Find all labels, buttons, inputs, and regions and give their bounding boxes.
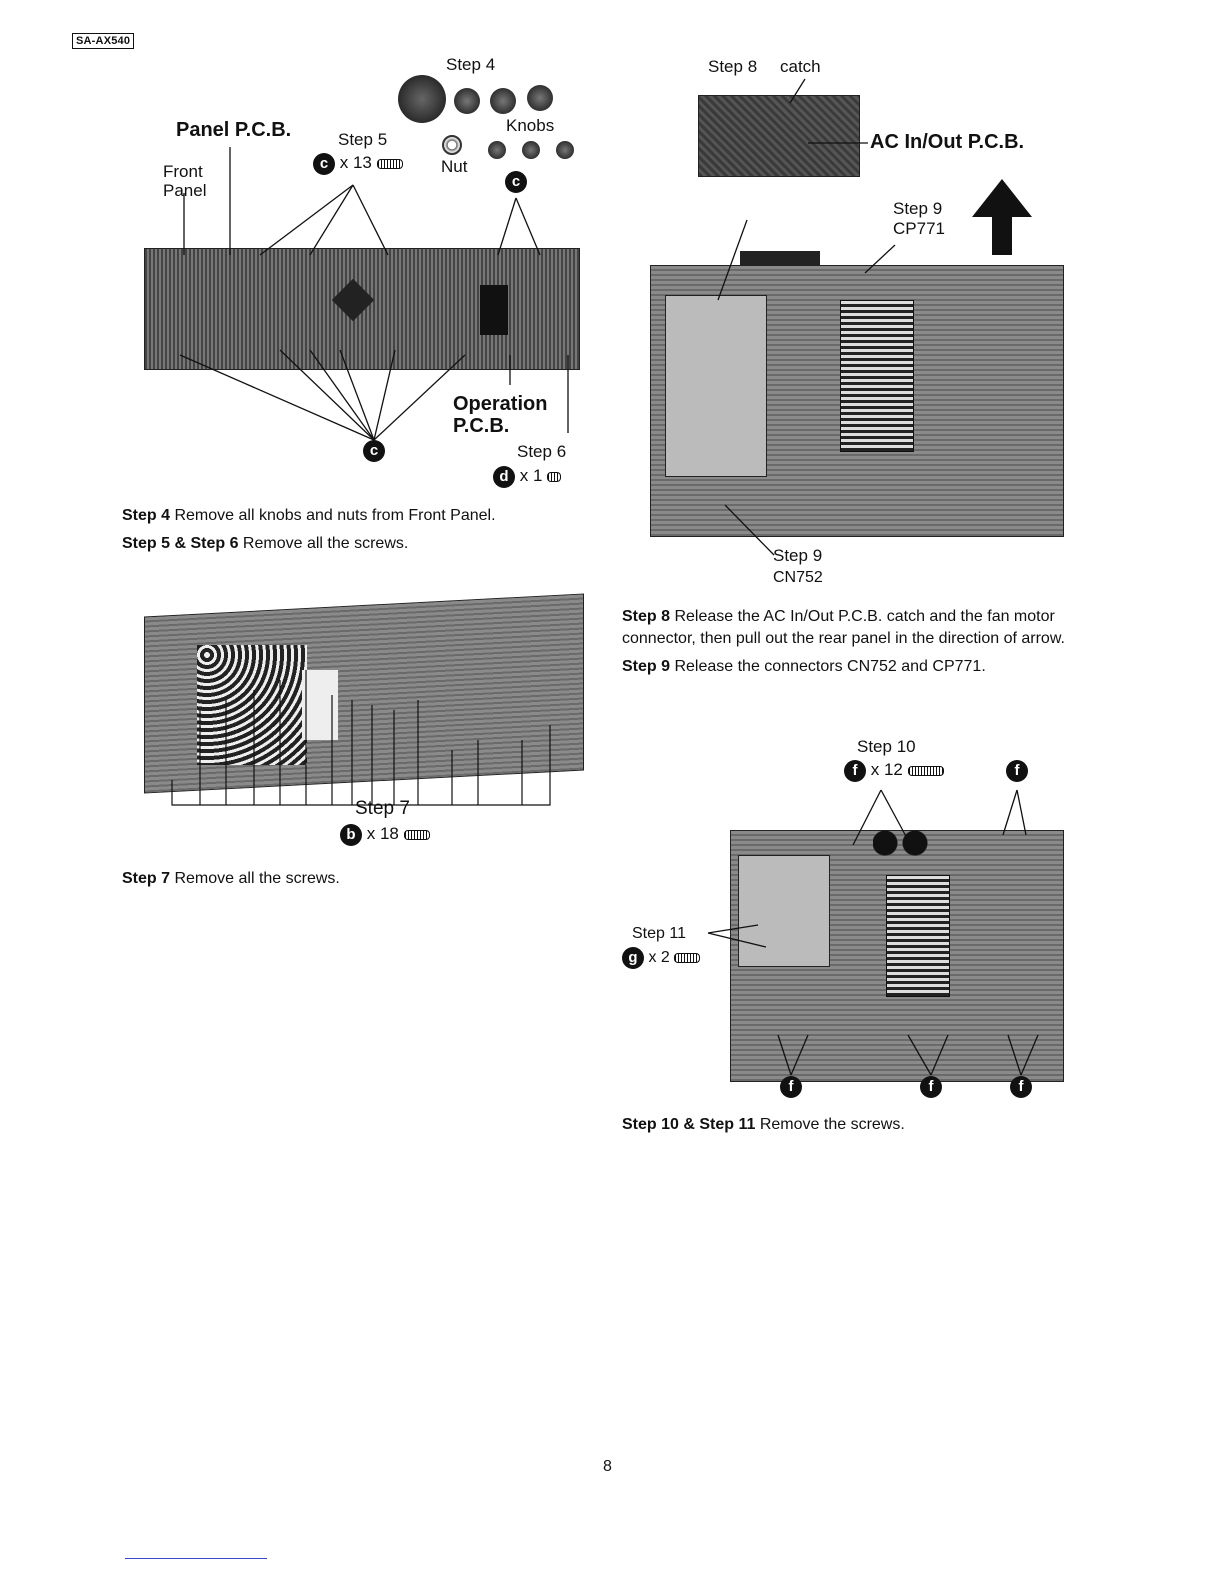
screw-qty: x 1 xyxy=(519,466,543,485)
screw-badge: d xyxy=(493,466,515,488)
knob xyxy=(488,141,506,159)
caption-step7: Step 7 Remove all the screws. xyxy=(122,870,340,887)
ac-pcb-inset-photo xyxy=(698,95,860,177)
screw-icon xyxy=(674,952,701,963)
knob xyxy=(490,88,516,114)
knob xyxy=(527,85,553,111)
ac-pcb-label: AC In/Out P.C.B. xyxy=(870,131,1025,153)
pull-arrow-icon xyxy=(972,179,1032,255)
figure-ac-pcb: Step 8 catch AC In/Out P.C.B. Step 9 CP7… xyxy=(640,55,1080,595)
step11-label: Step 11 xyxy=(632,925,686,942)
screw-icon xyxy=(403,829,430,840)
page-number: 8 xyxy=(603,1458,612,1475)
step10-label: Step 10 xyxy=(857,737,916,756)
figure-rear-panel: Step 7 b x 18 xyxy=(122,593,592,850)
screw-qty: x 18 xyxy=(366,824,399,843)
leader-lines xyxy=(717,78,896,556)
step5-screws: c x 13 xyxy=(313,153,403,175)
step7-screws: b x 18 xyxy=(340,824,430,846)
screw-icon xyxy=(547,471,562,482)
step5-label: Step 5 xyxy=(338,130,388,149)
leader-lines xyxy=(707,789,1039,1076)
caption-step4: Step 4 Remove all knobs and nuts from Fr… xyxy=(122,507,496,524)
screw-qty: x 13 xyxy=(339,153,372,172)
screw-badge: f xyxy=(844,760,866,782)
knob xyxy=(454,88,480,114)
figure-front-panel: Step 4 Panel P.C.B. Step 5 c x 13 Front … xyxy=(120,55,590,495)
screw-qty: x 2 xyxy=(648,949,670,966)
nut-label: Nut xyxy=(441,157,468,176)
screw-badge-f-bottom-3: f xyxy=(1010,1076,1032,1098)
caption-step8: Step 8 Release the AC In/Out P.C.B. catc… xyxy=(622,608,1055,625)
knob xyxy=(522,141,540,159)
catch-label: catch xyxy=(780,57,821,76)
screw-badge: g xyxy=(622,947,644,969)
caption-step8-cont: connector, then pull out the rear panel … xyxy=(622,630,1065,647)
caption-step10-11: Step 10 & Step 11 Remove the screws. xyxy=(622,1116,905,1133)
screw-badge-f-bottom-1: f xyxy=(780,1076,802,1098)
connector xyxy=(480,285,508,335)
step9-top-label: Step 9 xyxy=(893,199,943,218)
screw-icon xyxy=(907,765,944,776)
cn752-label: CN752 xyxy=(773,569,823,586)
step7-label: Step 7 xyxy=(355,798,410,819)
figure-main-pcb: Step 10 f x 12 f Step 11 g x 2 f f f xyxy=(618,735,1078,1105)
step11-screws: g x 2 xyxy=(622,947,701,969)
knobs-label: Knobs xyxy=(506,116,555,135)
screw-qty: x 12 xyxy=(870,760,903,779)
transformer xyxy=(738,855,830,967)
screw-badge-f-top: f xyxy=(1006,760,1028,782)
front-panel-label-2: Panel xyxy=(163,181,207,200)
operation-pcb-label-1: Operation xyxy=(453,393,548,415)
step9-bottom-label: Step 9 xyxy=(773,546,823,565)
transformer xyxy=(665,295,767,477)
operation-pcb-label-2: P.C.B. xyxy=(453,415,510,437)
screw-badge: c xyxy=(313,153,335,175)
step6-screws: d x 1 xyxy=(493,466,562,488)
rear-jacks xyxy=(197,645,307,765)
step10-screws: f x 12 xyxy=(844,760,944,782)
knob-large xyxy=(398,75,446,123)
nut-icon xyxy=(442,135,462,155)
footer-rule xyxy=(125,1558,267,1559)
screw-bracket-lines xyxy=(171,670,551,806)
heatsink xyxy=(840,300,914,452)
heatsink xyxy=(886,875,950,997)
leader-lines xyxy=(179,147,569,441)
caption-step5-6: Step 5 & Step 6 Remove all the screws. xyxy=(122,535,409,552)
screw-icon xyxy=(376,158,403,169)
caption-step9: Step 9 Release the connectors CN752 and … xyxy=(622,658,986,675)
knob xyxy=(556,141,574,159)
model-tag: SA-AX540 xyxy=(72,33,135,49)
screw-badge: b xyxy=(340,824,362,846)
step6-label: Step 6 xyxy=(517,442,567,461)
front-panel-label-1: Front xyxy=(163,162,203,181)
screw-badge-f-bottom-2: f xyxy=(920,1076,942,1098)
screw-badge-c-right: c xyxy=(505,171,527,193)
rear-bracket xyxy=(740,251,820,265)
cp771-label: CP771 xyxy=(893,219,945,238)
step4-label: Step 4 xyxy=(446,55,496,74)
screw-badge-c-bottom: c xyxy=(363,440,385,462)
panel-pcb-label: Panel P.C.B. xyxy=(176,119,292,141)
step8-label: Step 8 xyxy=(708,57,758,76)
